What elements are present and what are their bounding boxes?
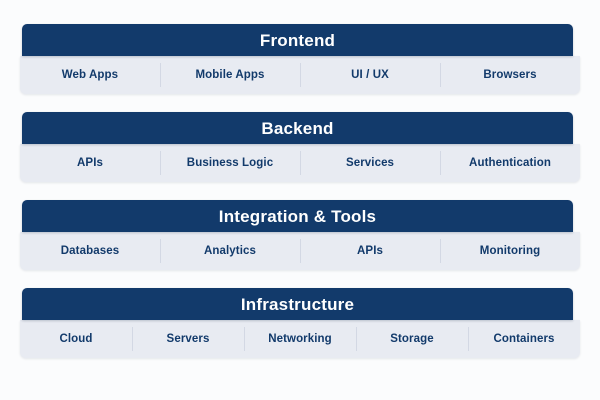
layer-header-frontend: Frontend [22,24,573,56]
layer-card-infrastructure: Infrastructure Cloud Servers Networking … [20,288,580,358]
layer-item-label: Cloud [59,333,93,345]
layer-item[interactable]: APIs [300,232,440,270]
layer-item-label: Web Apps [61,69,119,81]
layer-card-backend: Backend APIs Business Logic Services Aut… [20,112,580,182]
layer-item[interactable]: Storage [356,320,468,358]
layer-item[interactable]: Business Logic [160,144,300,182]
layer-title: Integration & Tools [218,206,377,226]
layer-item-label: APIs [77,157,103,169]
layer-item-label: Authentication [469,157,551,169]
layer-item-label: Services [345,157,395,169]
layer-header-backend: Backend [22,112,573,144]
layer-item[interactable]: Services [300,144,440,182]
layer-item-label: Networking [268,333,332,345]
layer-item-label: Business Logic [186,157,274,169]
layer-item[interactable]: Analytics [160,232,300,270]
layer-item-label: Containers [493,333,555,345]
layer-title: Infrastructure [240,294,355,314]
layer-item-label: Analytics [203,245,257,257]
layer-item-label: Mobile Apps [195,69,265,81]
layer-item[interactable]: Web Apps [20,56,160,94]
layer-item[interactable]: Monitoring [440,232,580,270]
layer-card-integration-and-tools: Integration & Tools Databases Analytics … [20,200,580,270]
layer-item-label: UI / UX [351,69,389,81]
layer-item[interactable]: Mobile Apps [160,56,300,94]
layer-item[interactable]: Servers [132,320,244,358]
layer-item-label: APIs [357,245,383,257]
layer-item-label: Monitoring [479,245,541,257]
layer-item[interactable]: UI / UX [300,56,440,94]
layer-items-integration-and-tools: Databases Analytics APIs Monitoring [20,232,580,270]
layer-item[interactable]: APIs [20,144,160,182]
layer-title: Backend [261,118,334,138]
layer-items-backend: APIs Business Logic Services Authenticat… [20,144,580,182]
layer-items-infrastructure: Cloud Servers Networking Storage Contain… [20,320,580,358]
layer-item[interactable]: Authentication [440,144,580,182]
layer-item[interactable]: Networking [244,320,356,358]
layer-item-label: Browsers [483,69,537,81]
layer-item-label: Servers [166,333,210,345]
layer-items-frontend: Web Apps Mobile Apps UI / UX Browsers [20,56,580,94]
layer-item[interactable]: Containers [468,320,580,358]
layer-item-label: Storage [390,333,434,345]
layer-header-integration-and-tools: Integration & Tools [22,200,573,232]
layer-card-frontend: Frontend Web Apps Mobile Apps UI / UX Br… [20,24,580,94]
layer-item[interactable]: Browsers [440,56,580,94]
layer-item[interactable]: Cloud [20,320,132,358]
layer-item[interactable]: Databases [20,232,160,270]
layer-header-infrastructure: Infrastructure [22,288,573,320]
layer-item-label: Databases [60,245,120,257]
layer-title: Frontend [259,30,336,50]
